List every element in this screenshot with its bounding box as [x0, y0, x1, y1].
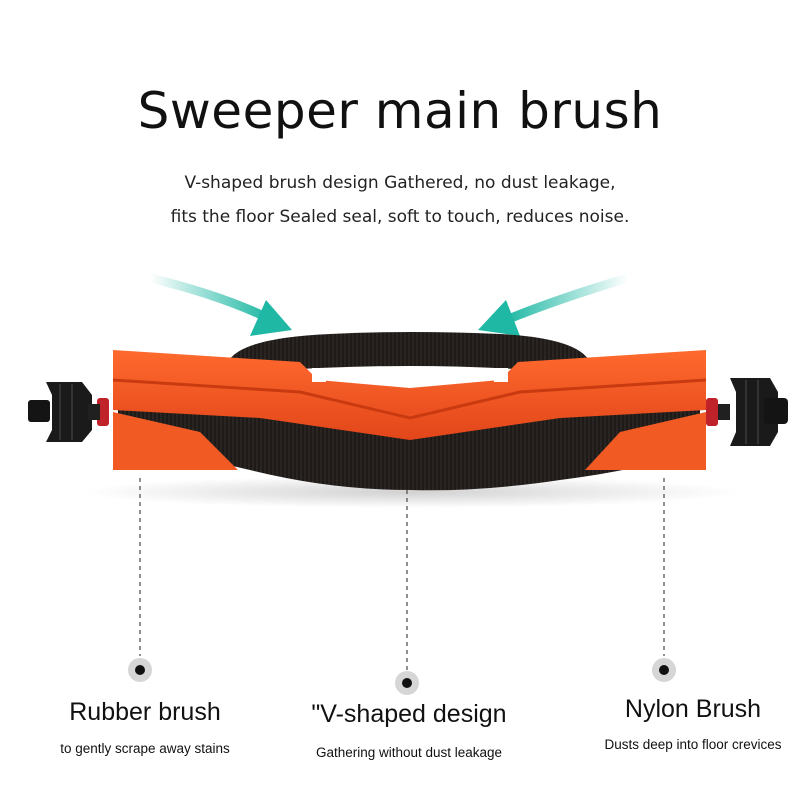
feature-name: "V-shaped design — [311, 700, 507, 728]
marker-dot-v-design — [395, 671, 419, 695]
notch-right — [494, 368, 508, 382]
feature-v-shaped-design: "V-shaped design Gathering without dust … — [284, 700, 534, 760]
right-end-cap-icon — [706, 378, 788, 446]
page-title: Sweeper main brush — [137, 82, 663, 140]
feature-desc: Dusts deep into floor crevices — [604, 737, 782, 752]
left-end-cap-icon — [28, 382, 109, 442]
subtitle-line-2: fits the floor Sealed seal, soft to touc… — [170, 207, 630, 227]
subtitle-line-1: V-shaped brush design Gathered, no dust … — [184, 173, 616, 193]
feature-desc: Gathering without dust leakage — [315, 745, 503, 760]
marker-dot-rubber — [128, 658, 152, 682]
feature-nylon-brush: Nylon Brush Dusts deep into floor crevic… — [568, 695, 800, 752]
nylon-bristle-top — [228, 332, 590, 372]
feature-desc: to gently scrape away stains — [60, 741, 230, 756]
rubber-fin-left-lower — [113, 412, 238, 470]
feature-name: Rubber brush — [69, 698, 221, 726]
left-arrow-icon — [145, 273, 292, 336]
nylon-bristle-bottom — [118, 404, 700, 491]
right-arrow-icon — [478, 273, 633, 336]
rubber-fin-right-lower — [585, 412, 706, 470]
rubber-blade-main — [113, 350, 706, 440]
feature-rubber-brush: Rubber brush to gently scrape away stain… — [20, 698, 270, 756]
rubber-crease — [112, 378, 707, 420]
notch-left — [312, 368, 326, 382]
marker-dot-nylon — [652, 658, 676, 682]
floor-shadow — [80, 476, 740, 508]
feature-name: Nylon Brush — [624, 695, 762, 723]
